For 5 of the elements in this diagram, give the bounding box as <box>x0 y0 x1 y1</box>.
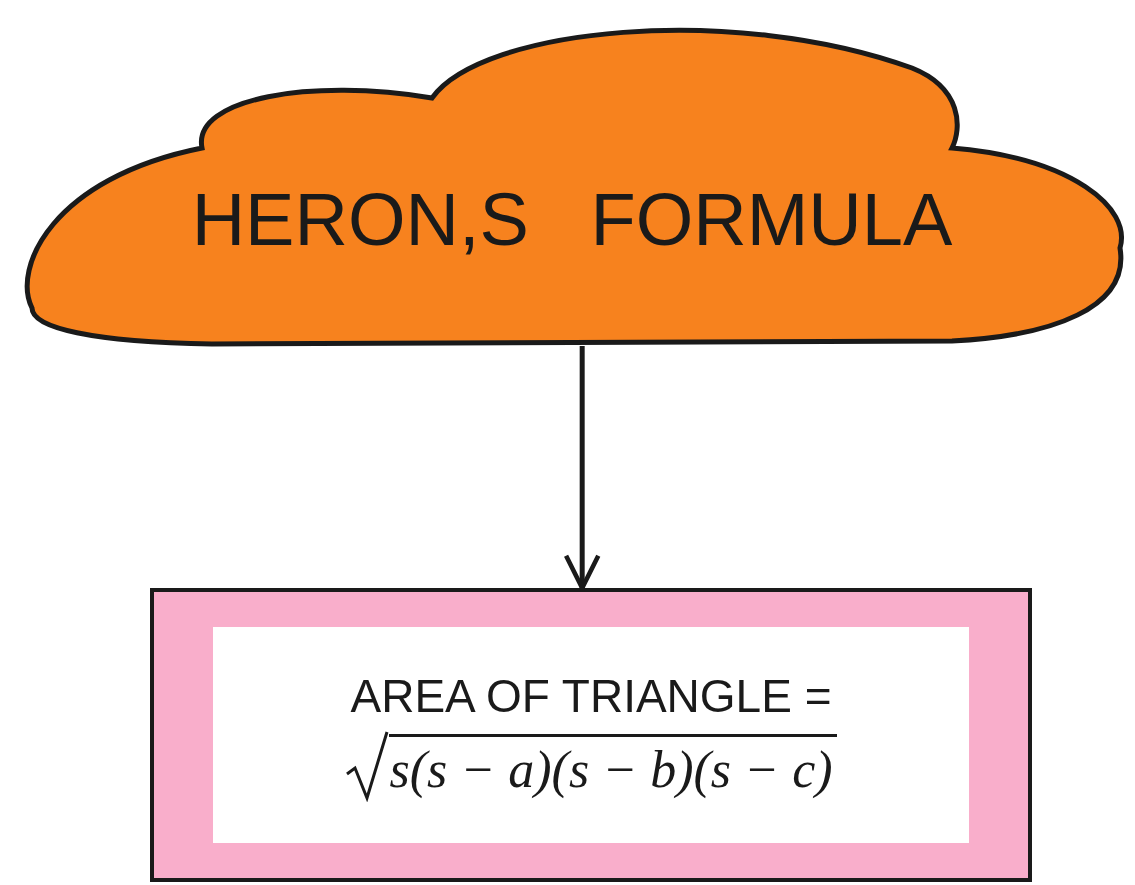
cloud-title: HERON,S FORMULA <box>190 183 954 257</box>
formula-box <box>150 588 1032 882</box>
formula-expression: s(s − a)(s − b)(s − c) <box>389 733 837 802</box>
formula-label: AREA OF TRIANGLE = <box>350 669 832 725</box>
arrow <box>563 346 601 591</box>
